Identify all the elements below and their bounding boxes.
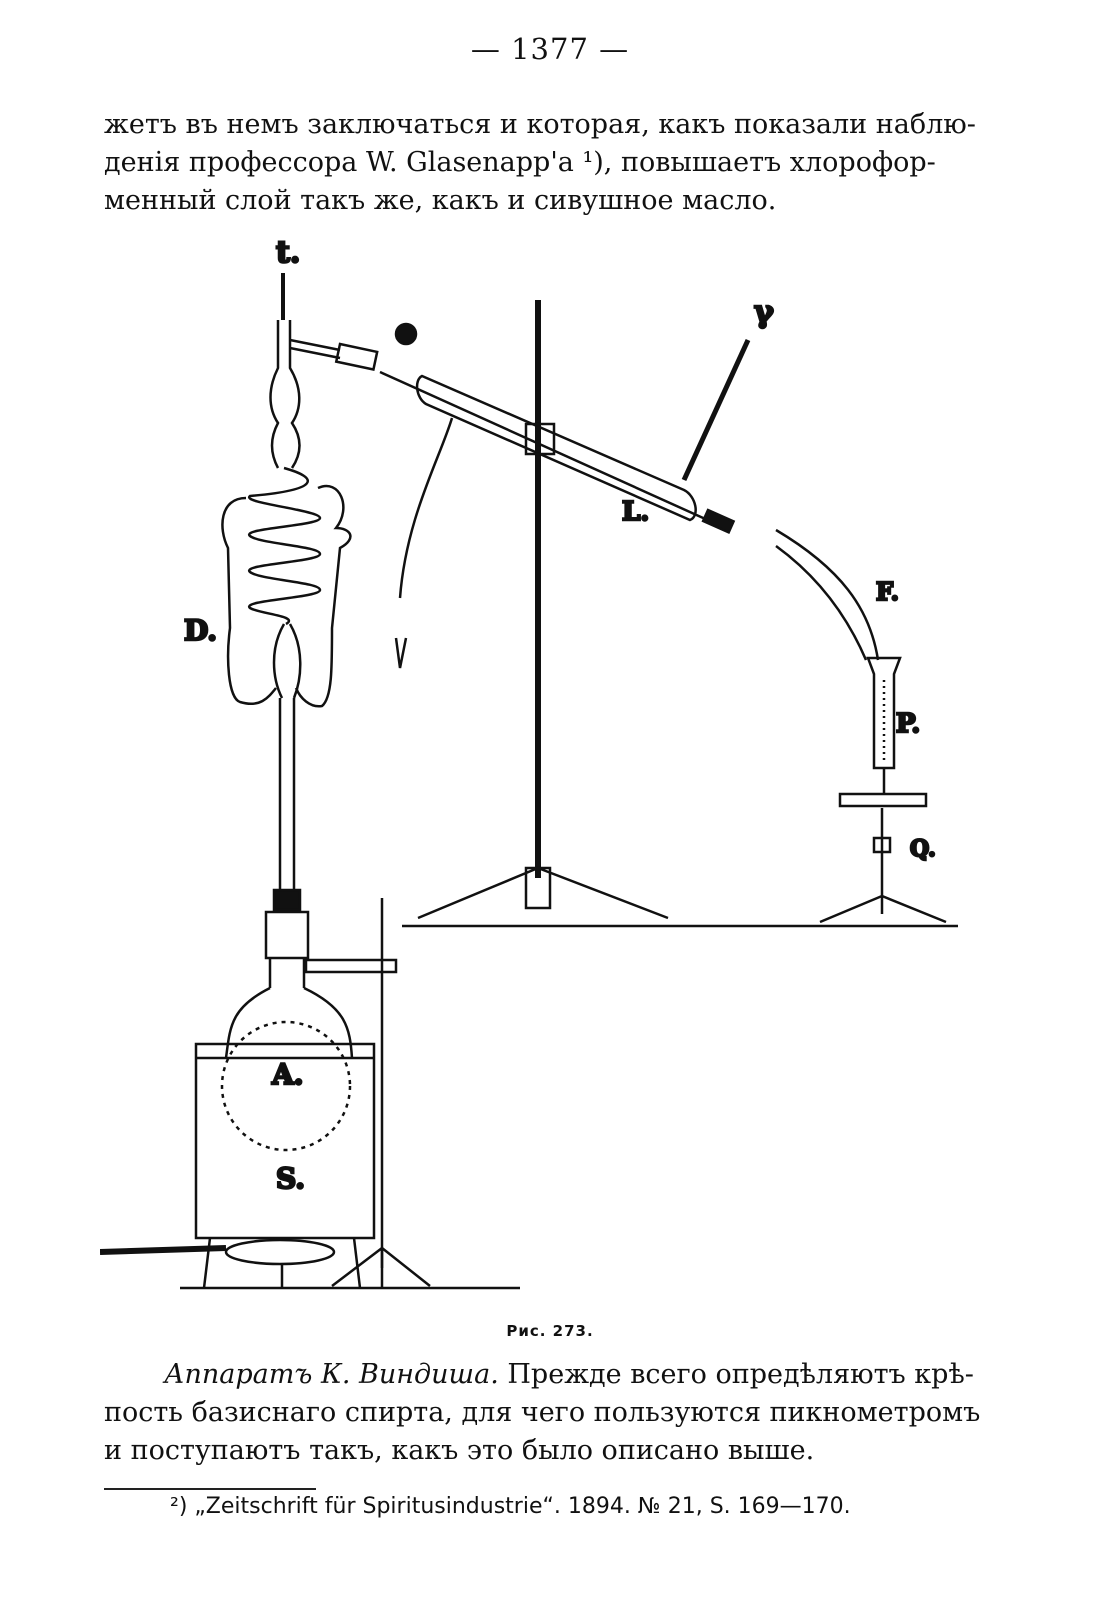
label-a: A. bbox=[271, 1058, 303, 1091]
stand-q-clamp bbox=[874, 838, 890, 852]
condenser-inner-top bbox=[380, 372, 712, 522]
flask-neck bbox=[266, 912, 308, 988]
section-heading: Аппаратъ К. Виндиша. bbox=[164, 1359, 499, 1390]
paragraph-text: Прежде всего опредѣляютъ крѣ- bbox=[498, 1359, 974, 1390]
gas-hose bbox=[100, 1248, 226, 1252]
bead-marker bbox=[396, 324, 416, 344]
label-l: L. bbox=[622, 497, 649, 527]
water-bath bbox=[196, 1044, 374, 1238]
paragraph-top: жетъ въ немъ заключаться и которая, какъ… bbox=[104, 106, 984, 220]
condenser-jacket bbox=[417, 376, 696, 520]
paragraph-bottom: Аппаратъ К. Виндиша. Прежде всего опредѣ… bbox=[104, 1356, 984, 1470]
page-number: — 1377 — bbox=[470, 32, 630, 66]
column-neck bbox=[271, 320, 300, 468]
figure-caption: Рис. 273. bbox=[506, 1322, 594, 1340]
side-arm bbox=[290, 340, 340, 358]
apparatus-figure: t. D. A. S. γ L. F. P. Q. bbox=[100, 234, 980, 1298]
paragraph-line: Аппаратъ К. Виндиша. Прежде всего опредѣ… bbox=[104, 1356, 984, 1394]
condenser-inlet bbox=[400, 418, 452, 598]
stand-feet bbox=[418, 868, 668, 918]
flask-clamp bbox=[306, 960, 396, 972]
condenser-outlet-tube bbox=[684, 340, 748, 480]
condenser-inlet-arrow bbox=[396, 638, 406, 668]
flask-stand-feet bbox=[332, 1248, 430, 1288]
footnote: ²) „Zeitschrift für Spiritusindustrie“. … bbox=[170, 1494, 851, 1519]
lower-bulb bbox=[274, 624, 300, 698]
adapter-f bbox=[776, 530, 878, 660]
flask-body bbox=[226, 988, 352, 1058]
flask-dotted-outline bbox=[222, 1022, 350, 1150]
side-arm-stopper bbox=[336, 344, 377, 370]
stand-clamp bbox=[526, 424, 554, 454]
paragraph-line: жетъ въ немъ заключаться и которая, какъ… bbox=[104, 109, 976, 140]
paragraph-line: менный слой такъ же, какъ и сивушное мас… bbox=[104, 185, 777, 216]
label-p: P. bbox=[896, 709, 920, 739]
spiral-coil bbox=[249, 468, 320, 624]
footnote-rule bbox=[104, 1488, 316, 1490]
stand-q-feet bbox=[820, 896, 946, 922]
label-f: F. bbox=[876, 577, 899, 606]
pycnometer-base bbox=[840, 794, 926, 806]
label-t: t. bbox=[276, 235, 300, 270]
coil-jacket bbox=[222, 486, 350, 706]
label-d: D. bbox=[184, 614, 217, 647]
label-gamma: γ bbox=[754, 295, 774, 330]
adapter-stopper bbox=[703, 510, 733, 532]
label-q: Q. bbox=[910, 836, 936, 862]
flask-stopper bbox=[274, 890, 300, 910]
label-s: S. bbox=[276, 1162, 305, 1195]
burner-flame bbox=[226, 1240, 334, 1264]
pycnometer-cylinder bbox=[868, 658, 900, 768]
paragraph-line: денія профессора W. Glasenapp'a ¹), повы… bbox=[104, 147, 936, 178]
paragraph-line: пость базиснаго спирта, для чего пользую… bbox=[104, 1397, 981, 1428]
paragraph-line: и поступаютъ такъ, какъ это было описано… bbox=[104, 1435, 815, 1466]
